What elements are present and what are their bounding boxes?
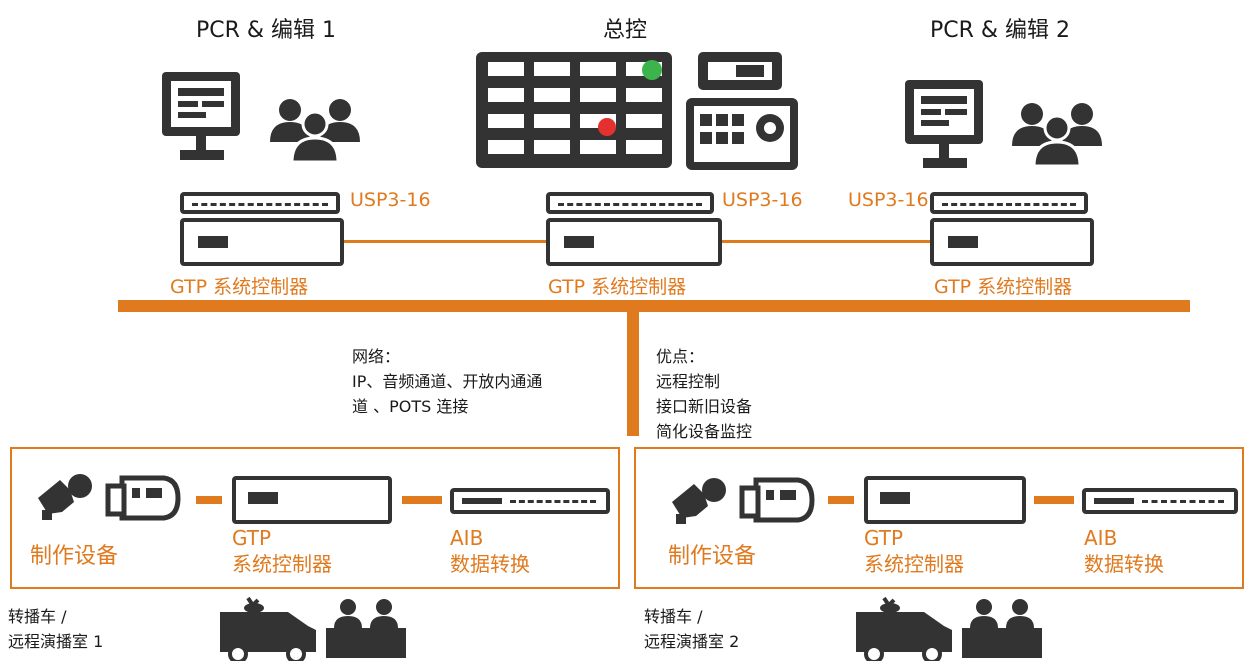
status-red-indicator [598,118,616,136]
benefits-line-2: 接口新旧设备 [656,397,753,416]
gtp-controller-label: GTP 系统控制器 [934,276,1073,298]
aib-label: AIB 数据转换 [1084,525,1164,577]
van-icon [220,596,316,661]
usp3-16-label: USP3-16 [848,189,929,211]
master-control-title: 总控 [603,18,648,43]
usp3-16-unit [546,192,714,214]
network-trunk [627,312,639,436]
usp3-16-unit [180,192,340,214]
caption-line-1: 转播车 / [8,607,67,626]
users-icon [270,99,360,164]
gtp-controller-label: GTP 系统控制器 [170,276,309,298]
network-line-1: IP、音频通道、开放内通通 [352,372,543,391]
gtp-label-line-1: GTP [864,526,904,550]
control-panel-icon [686,52,798,170]
van-icon [856,596,952,661]
microphone-icon [38,474,92,520]
microphone-icon [672,478,726,524]
caption-line-2: 远程演播室 1 [8,632,104,651]
gtp-label: GTP 系统控制器 [232,525,332,577]
camera-icon [739,477,815,523]
presenters-icon [326,599,406,658]
pcr-edit-2-title: PCR & 编辑 2 [930,18,1071,43]
gtp-controller-unit [232,476,392,524]
usp3-16-label: USP3-16 [350,189,431,211]
caption-line-2: 远程演播室 2 [644,632,740,651]
gtp-controller-unit [546,218,722,266]
gtp-label-line-2: 系统控制器 [232,552,332,576]
pcr-edit-1-title: PCR & 编辑 1 [196,18,337,43]
network-notes: 网络： IP、音频通道、开放内通通 道 、POTS 连接 [352,344,542,419]
aib-label-line-2: 数据转换 [450,552,530,576]
monitor-icon [905,80,983,168]
presenters-icon [962,599,1042,658]
network-line-2: 道 、POTS 连接 [352,397,469,416]
link-line [402,496,442,504]
aib-label-line-1: AIB [450,526,484,550]
gtp-label-line-2: 系统控制器 [864,552,964,576]
caption-line-1: 转播车 / [644,607,703,626]
gtp-label-line-1: GTP [232,526,272,550]
production-label: 制作设备 [668,544,757,569]
remote-site-2 [634,447,1244,589]
benefits-line-3: 简化设备监控 [656,422,753,441]
aib-label-line-1: AIB [1084,526,1118,550]
remote-site-1 [10,447,620,589]
users-icon [1012,103,1102,168]
gtp-controller-unit [180,218,344,266]
status-green-indicator [642,60,662,80]
gtp-controller-unit [930,218,1094,266]
benefits-line-1: 远程控制 [656,372,721,391]
aib-label: AIB 数据转换 [450,525,530,577]
usp3-16-unit [930,192,1088,214]
aib-label-line-2: 数据转换 [1084,552,1164,576]
gtp-label: GTP 系统控制器 [864,525,964,577]
link-line [1034,496,1074,504]
site-2-caption: 转播车 / 远程演播室 2 [644,604,739,654]
router-panel-icon [476,52,672,168]
benefits-title: 优点： [656,347,705,366]
monitor-icon [162,72,240,160]
site-1-caption: 转播车 / 远程演播室 1 [8,604,103,654]
network-title: 网络： [352,347,401,366]
aib-unit [450,488,610,514]
aib-unit [1082,488,1238,514]
link-line [344,240,546,243]
benefits-notes: 优点： 远程控制 接口新旧设备 简化设备监控 [656,344,752,444]
gtp-controller-label: GTP 系统控制器 [548,276,687,298]
link-line [722,240,930,243]
usp3-16-label: USP3-16 [722,189,803,211]
network-bus [118,300,1190,312]
link-line [828,496,854,504]
camera-icon [105,475,181,521]
production-label: 制作设备 [30,544,119,569]
link-line [196,496,222,504]
gtp-controller-unit [864,476,1026,524]
